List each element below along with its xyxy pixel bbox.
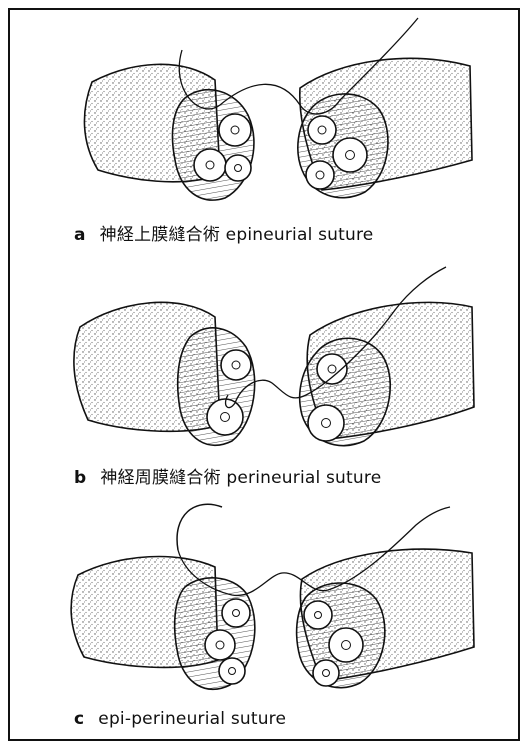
- panel-epineurial: a 神経上膜縫合術 epineurial suture: [10, 10, 518, 250]
- caption-text: epi-perineurial suture: [98, 709, 286, 729]
- perineurial-suture-illustration: [10, 255, 518, 460]
- caption-perineurial: b 神経周膜縫合術 perineurial suture: [74, 463, 381, 488]
- epineurial-suture-illustration: [10, 10, 518, 215]
- panel-perineurial: b 神経周膜縫合術 perineurial suture: [10, 255, 518, 495]
- caption-text: 神経周膜縫合術 perineurial suture: [100, 468, 381, 488]
- caption-text: 神経上膜縫合術 epineurial suture: [100, 225, 374, 245]
- panel-letter: b: [74, 468, 86, 488]
- caption-epi-perineurial: c epi-perineurial suture: [74, 709, 286, 729]
- panel-letter: a: [74, 225, 86, 245]
- epi-perineurial-suture-illustration: [10, 495, 518, 705]
- panel-epi-perineurial: c epi-perineurial suture: [10, 495, 518, 740]
- panel-letter: c: [74, 709, 84, 729]
- caption-epineurial: a 神経上膜縫合術 epineurial suture: [74, 220, 373, 245]
